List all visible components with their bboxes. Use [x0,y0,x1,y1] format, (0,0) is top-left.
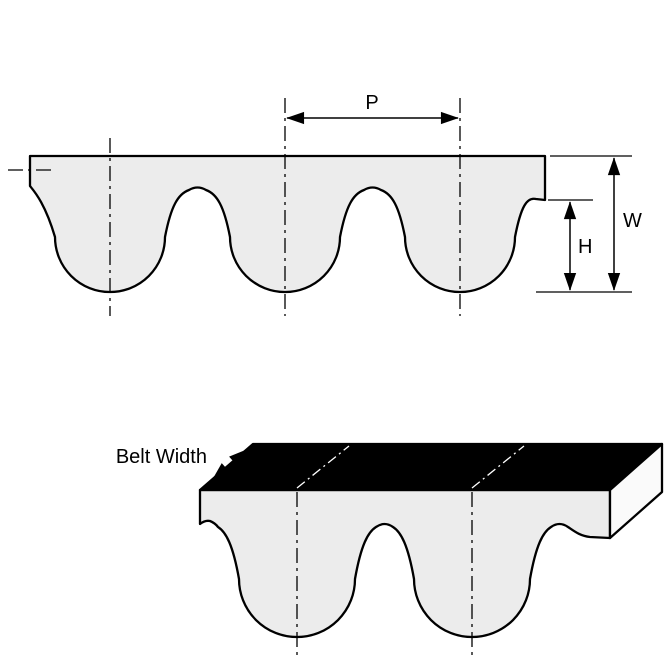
belt-top-face [198,442,664,492]
belt-front-face-shape [198,488,612,639]
tooth-height-label: H [578,236,592,258]
belt-width-arrow [212,449,247,480]
top-face-centerline-1 [296,445,350,489]
overall-depth-label: W [623,210,642,232]
cross-section-view: P W H [8,92,642,316]
pitch-label: P [365,92,378,114]
dimension-pitch: P [286,92,459,125]
belt-width-label: Belt Width [116,446,207,468]
dimension-tooth-height: H [548,199,593,291]
belt-width-callout: Belt Width [116,446,247,480]
isometric-view: Belt Width [116,442,664,657]
dimension-overall-depth: W [536,155,642,293]
belt-end-face [608,442,664,540]
belt-cross-section-shape [28,154,547,294]
top-face-centerline-2 [471,445,525,489]
